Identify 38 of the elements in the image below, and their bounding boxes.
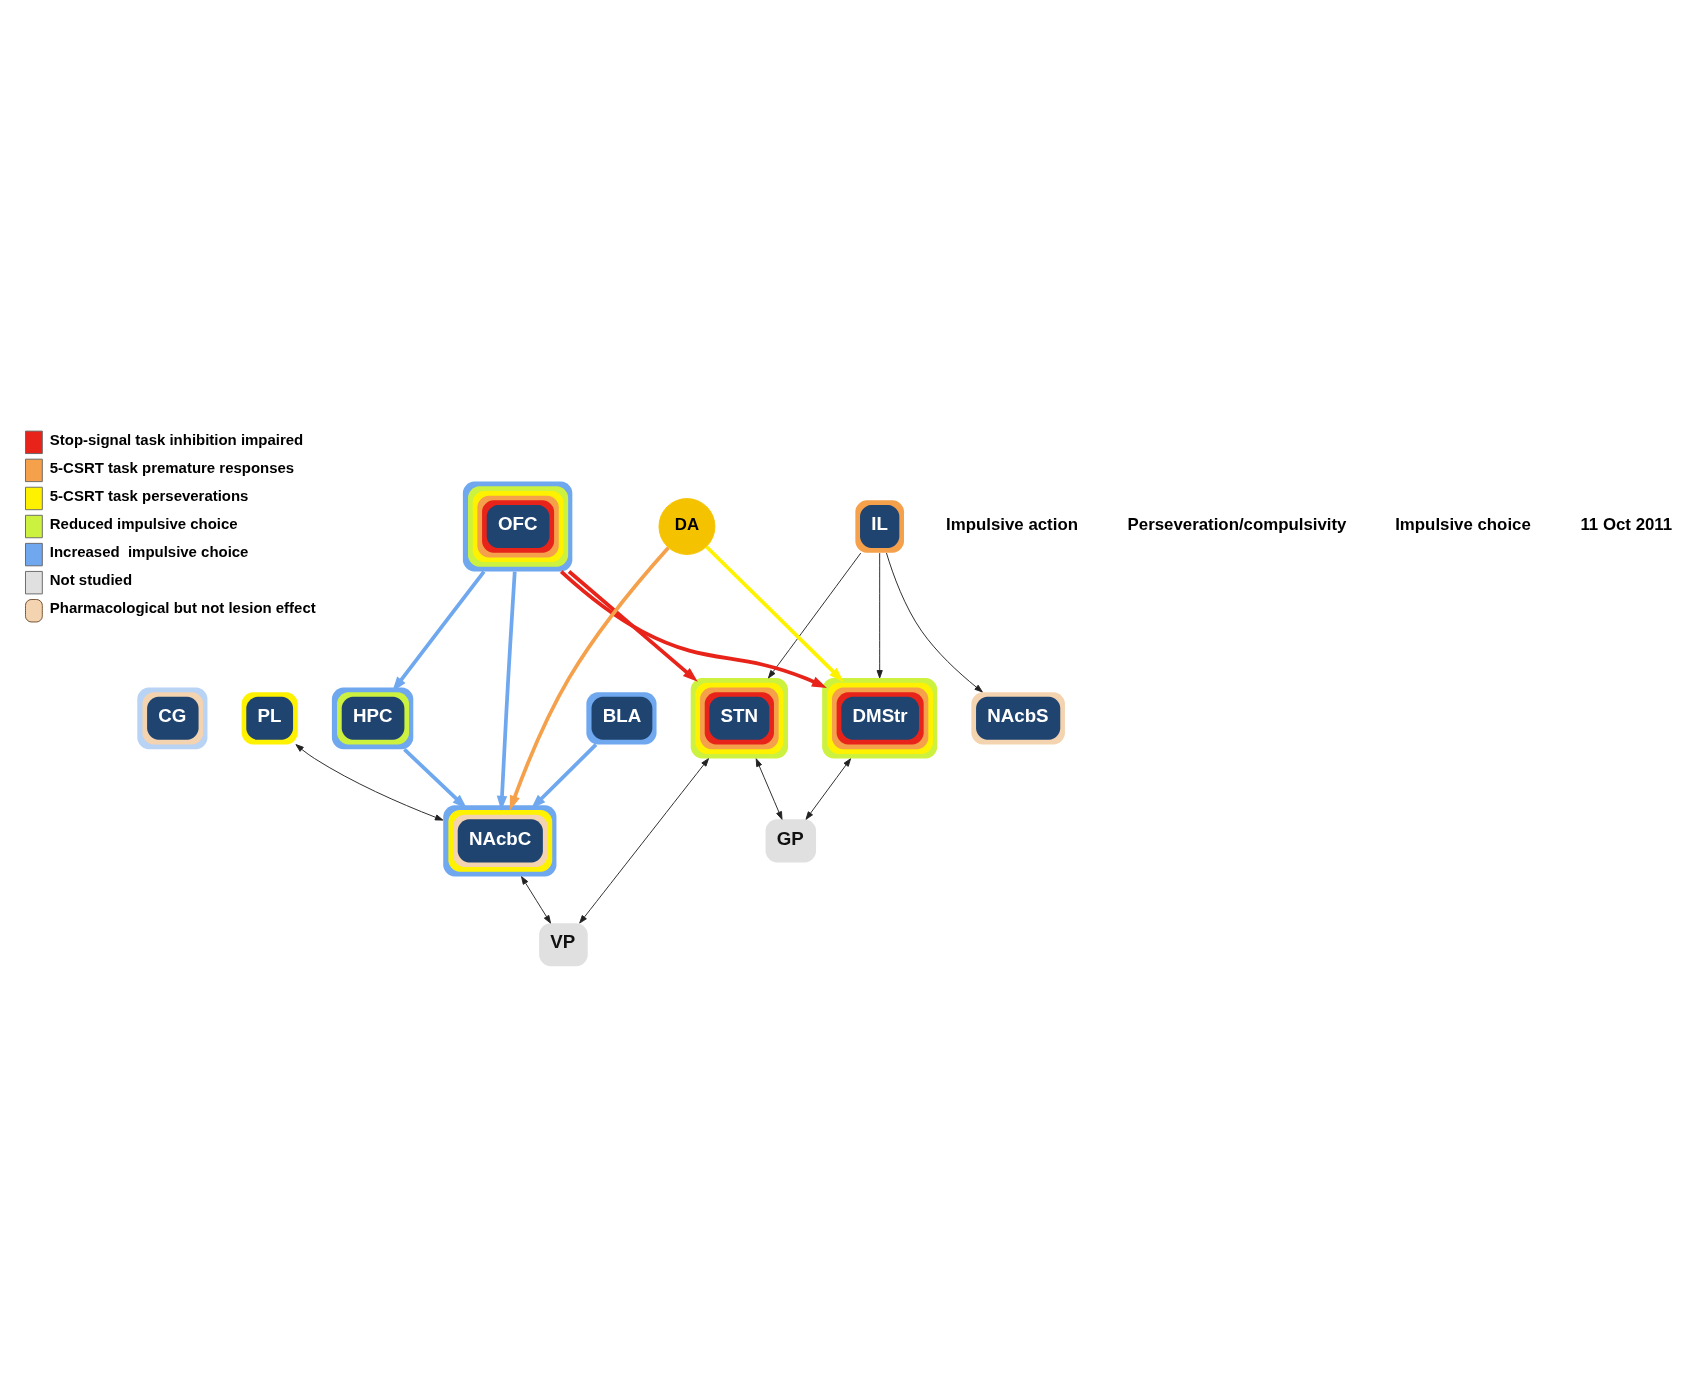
label: Impulsive choice — [1395, 514, 1531, 534]
arrow — [496, 571, 517, 811]
node-box: DMStr — [822, 678, 938, 759]
node-box: IL — [855, 500, 904, 553]
arrow — [521, 876, 551, 924]
arrow — [579, 758, 709, 924]
legend-label: 5-CSRT task premature responses — [49, 459, 295, 477]
arrow — [295, 744, 444, 821]
legend-label: Pharmacological but not lesion effect — [49, 599, 316, 617]
arrow — [567, 570, 698, 682]
arrow — [755, 758, 783, 820]
arrow — [876, 552, 883, 679]
node-box: OFC — [462, 481, 573, 572]
arrow — [767, 552, 862, 679]
legend-label: Reduced impulsive choice — [49, 515, 238, 533]
legend-label: Not studied — [49, 571, 133, 589]
node-box: HPC — [331, 687, 414, 750]
arrow — [403, 748, 468, 809]
label: Impulsive action — [946, 514, 1078, 534]
node-circle: DA — [658, 498, 716, 555]
node-box: NAcbC — [443, 805, 557, 877]
arrow — [705, 545, 844, 682]
legend-label: Stop-signal task inhibition impaired — [49, 430, 304, 448]
legend-label: Increased impulsive choice — [49, 543, 249, 561]
arrow — [886, 552, 983, 693]
label: 11 Oct 2011 — [1580, 514, 1673, 534]
node-box: NAcbS — [971, 692, 1065, 745]
node-box: STN — [690, 678, 788, 759]
node-box: VP — [539, 923, 588, 967]
legend-label: 5-CSRT task perseverations — [49, 487, 249, 505]
arrow — [509, 546, 670, 811]
node-box: CG — [137, 687, 208, 750]
node-box: GP — [765, 819, 817, 863]
node-box: BLA — [586, 692, 657, 745]
label: Perseveration/compulsivity — [1127, 514, 1347, 534]
arrow — [805, 758, 852, 820]
arrow — [560, 570, 827, 688]
node-box: PL — [241, 692, 298, 745]
